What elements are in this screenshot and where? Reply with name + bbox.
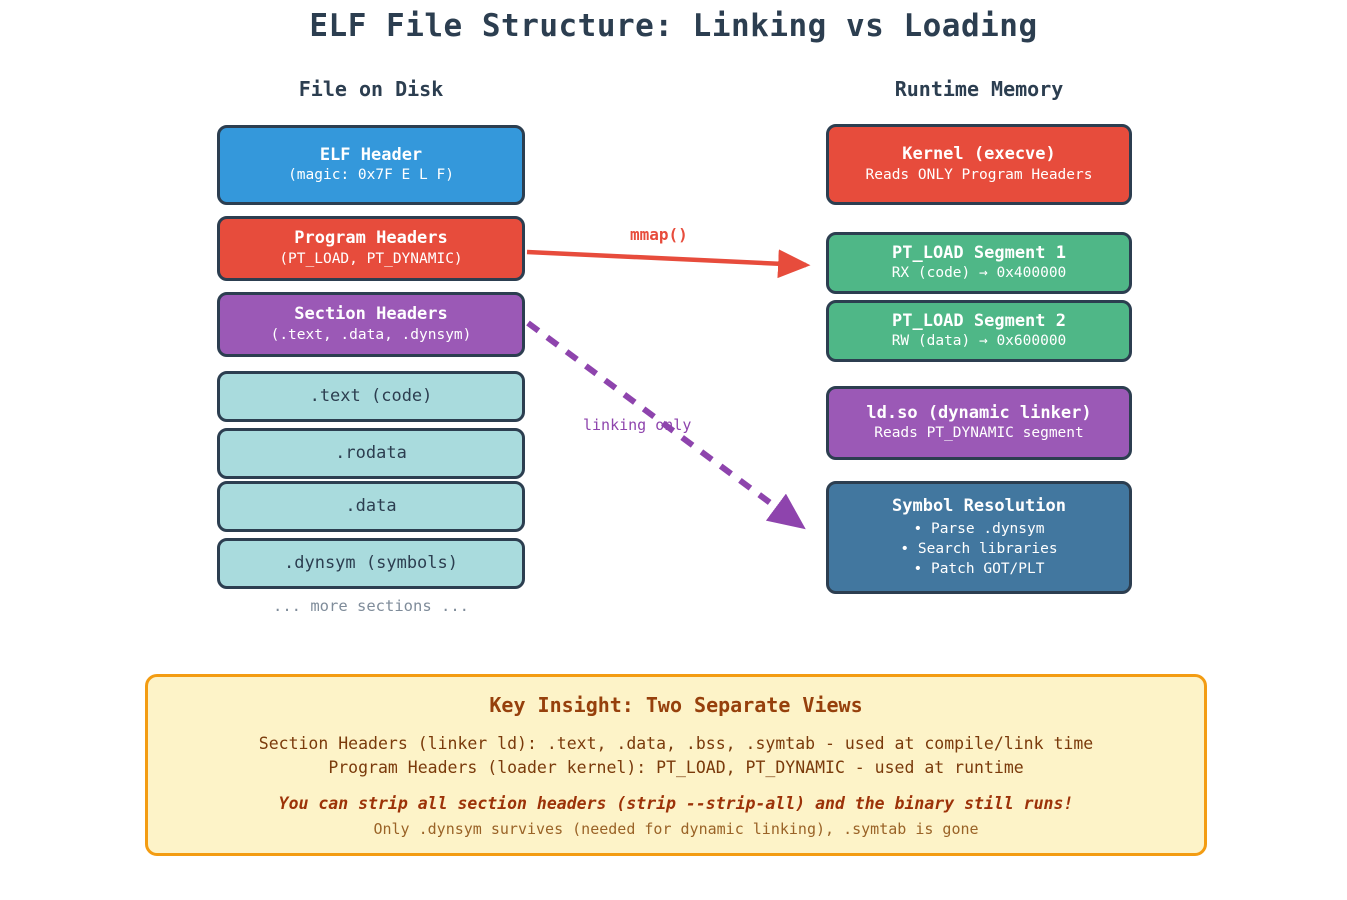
node-section-dynsym[interactable]: .dynsym (symbols) — [217, 538, 525, 589]
key-insight-line-1: Section Headers (linker ld): .text, .dat… — [258, 734, 1094, 753]
node-ptload-segment-1[interactable]: PT_LOAD Segment 1 RX (code) → 0x400000 — [826, 232, 1132, 294]
key-insight-title: Key Insight: Two Separate Views — [489, 693, 863, 717]
node-elf-header-subtitle: (magic: 0x7F E L F) — [288, 167, 454, 184]
page-title: ELF File Structure: Linking vs Loading — [309, 8, 1038, 44]
node-ptload-segment-1-title: PT_LOAD Segment 1 — [892, 242, 1066, 263]
node-kernel-execve-subtitle: Reads ONLY Program Headers — [865, 166, 1093, 183]
bullet-search-libraries: • Search libraries — [900, 541, 1058, 558]
node-section-text[interactable]: .text (code) — [217, 371, 525, 422]
node-ld-so-dynamic-linker[interactable]: ld.so (dynamic linker) Reads PT_DYNAMIC … — [826, 386, 1132, 460]
node-section-rodata-title: .rodata — [335, 442, 407, 463]
node-section-rodata[interactable]: .rodata — [217, 428, 525, 479]
arrow-label-linking-only: linking only — [583, 416, 692, 434]
node-section-data-title: .data — [345, 495, 397, 516]
column-header-file-on-disk: File on Disk — [298, 77, 444, 101]
bullet-patch-got-plt: • Patch GOT/PLT — [913, 561, 1045, 578]
node-program-headers-subtitle: (PT_LOAD, PT_DYNAMIC) — [279, 250, 463, 267]
node-ld-so-subtitle: Reads PT_DYNAMIC segment — [874, 425, 1084, 442]
node-ptload-segment-2-title: PT_LOAD Segment 2 — [892, 310, 1066, 331]
column-header-runtime-memory: Runtime Memory — [894, 77, 1064, 101]
node-section-dynsym-title: .dynsym (symbols) — [284, 552, 458, 573]
arrow-mmap — [526, 249, 811, 279]
node-ptload-segment-2-subtitle: RW (data) → 0x600000 — [891, 333, 1067, 350]
more-sections-label: ... more sections ... — [273, 597, 469, 615]
key-insight-note: Only .dynsym survives (needed for dynami… — [373, 819, 979, 838]
node-elf-header-title: ELF Header — [319, 144, 423, 165]
arrow-label-mmap: mmap() — [630, 225, 688, 244]
node-section-headers-subtitle: (.text, .data, .dynsym) — [270, 326, 472, 343]
bullet-parse-dynsym: • Parse .dynsym — [913, 521, 1045, 538]
node-ld-so-title: ld.so (dynamic linker) — [866, 402, 1092, 423]
key-insight-line-2: Program Headers (loader kernel): PT_LOAD… — [328, 757, 1024, 777]
node-section-data[interactable]: .data — [217, 481, 525, 532]
arrow-linking-only — [526, 320, 806, 530]
node-kernel-execve[interactable]: Kernel (execve) Reads ONLY Program Heade… — [826, 124, 1132, 205]
node-program-headers[interactable]: Program Headers (PT_LOAD, PT_DYNAMIC) — [217, 216, 525, 281]
node-program-headers-title: Program Headers — [294, 228, 448, 249]
node-ptload-segment-1-subtitle: RX (code) → 0x400000 — [891, 265, 1067, 282]
node-section-headers-title: Section Headers — [294, 304, 448, 325]
node-kernel-execve-title: Kernel (execve) — [902, 144, 1056, 165]
node-elf-header[interactable]: ELF Header (magic: 0x7F E L F) — [217, 125, 525, 205]
node-section-headers[interactable]: Section Headers (.text, .data, .dynsym) — [217, 292, 525, 357]
node-symbol-resolution-bullets: • Parse .dynsym • Search libraries • Pat… — [900, 519, 1057, 579]
node-symbol-resolution-title: Symbol Resolution — [892, 495, 1066, 516]
key-insight-callout: Key Insight: Two Separate Views Section … — [145, 674, 1207, 856]
key-insight-emphasis: You can strip all section headers (strip… — [278, 793, 1074, 813]
node-section-text-title: .text (code) — [309, 385, 433, 406]
node-symbol-resolution[interactable]: Symbol Resolution • Parse .dynsym • Sear… — [826, 481, 1132, 594]
node-ptload-segment-2[interactable]: PT_LOAD Segment 2 RW (data) → 0x600000 — [826, 300, 1132, 362]
